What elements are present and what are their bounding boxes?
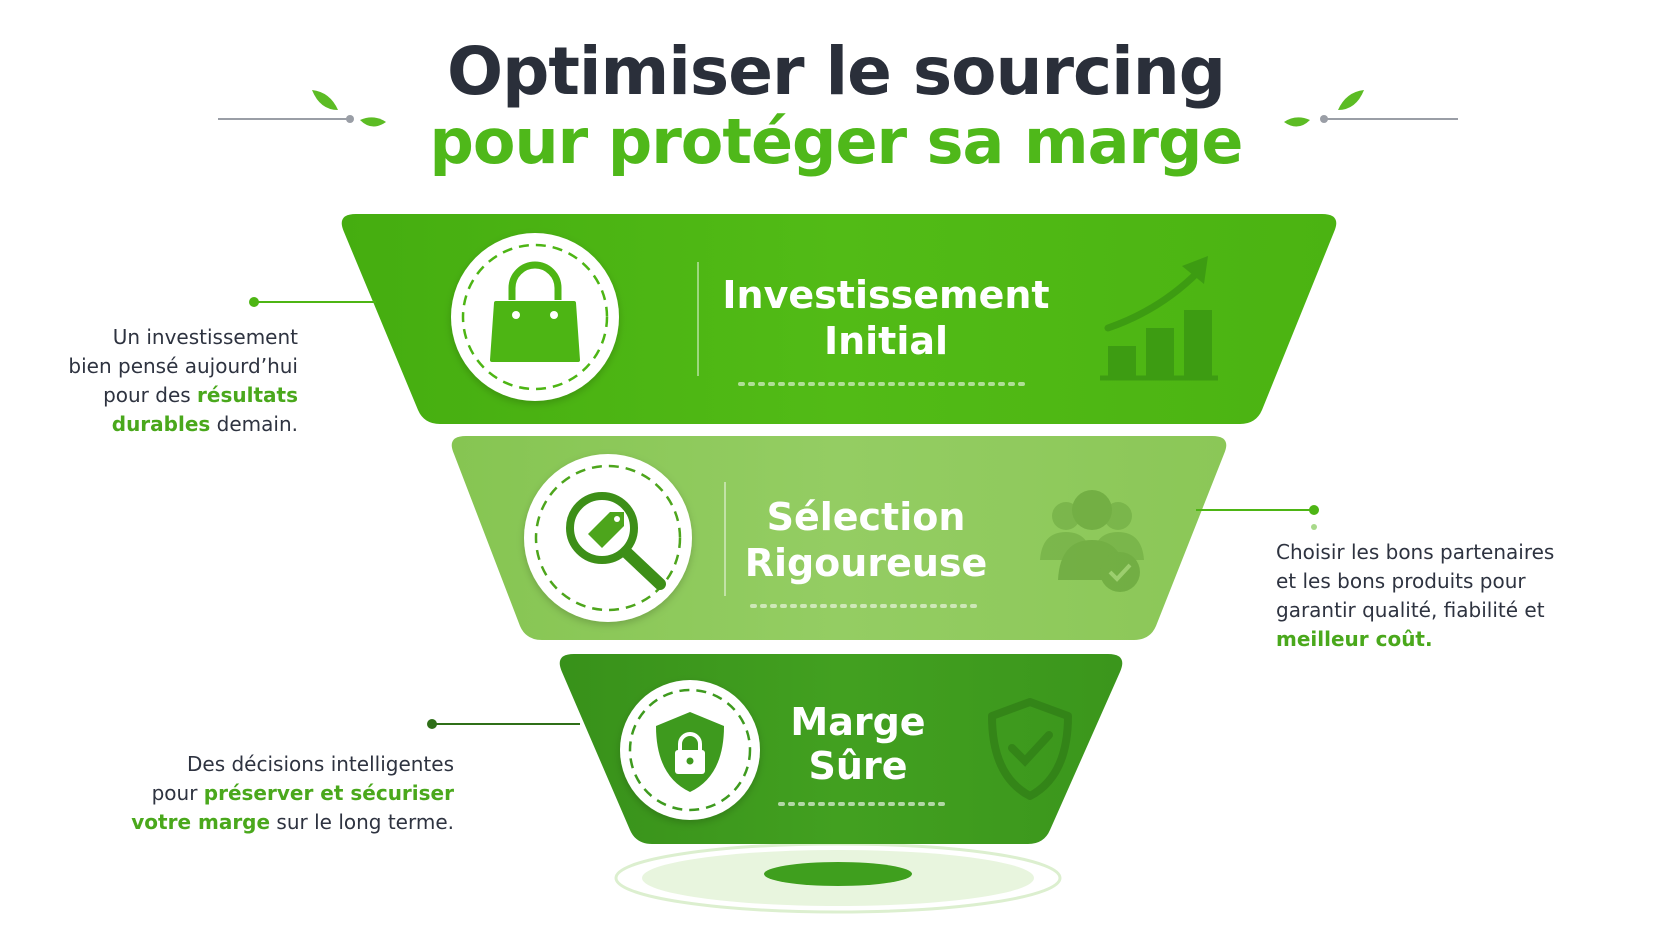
funnel-base-platform — [614, 842, 1062, 914]
note-1-line-2: bien pensé aujourd’hui — [68, 354, 298, 378]
note-1-line-4: durables demain. — [111, 412, 298, 436]
layer-3-label: Marge Sûre — [766, 700, 950, 788]
layer-1-label: Investissement Initial — [718, 272, 1054, 364]
right-leaf-decoration-icon — [1284, 90, 1458, 127]
layer-2-label-line-1: Sélection — [766, 495, 966, 539]
note-2-highlight: meilleur coût. — [1276, 627, 1433, 651]
team-check-icon — [1040, 490, 1144, 592]
layer-3-label-line-2: Sûre — [808, 744, 908, 788]
shield-lock-icon — [620, 680, 760, 820]
note-1: Un investissement bien pensé aujourd’hui… — [40, 323, 298, 439]
funnel-layer-3 — [559, 654, 1123, 844]
layer-2-label-line-2: Rigoureuse — [744, 541, 988, 585]
magnifier-tag-icon — [524, 454, 692, 622]
funnel-layer-1 — [341, 214, 1337, 424]
funnel-layer-2 — [451, 436, 1227, 640]
note-3-highlight-b: votre marge — [131, 810, 271, 834]
connector-note-1 — [249, 297, 376, 307]
shield-check-icon — [988, 698, 1072, 800]
note-3-line-2: pour préserver et sécuriser — [151, 781, 454, 805]
note-2: Choisir les bons partenaires et les bons… — [1276, 538, 1636, 654]
note-1-line-1: Un investissement — [112, 325, 298, 349]
note-1-highlight-a: résultats — [197, 383, 298, 407]
left-leaf-decoration-icon — [218, 90, 386, 127]
connector-note-2 — [1196, 505, 1319, 530]
note-3-highlight-a: préserver et sécuriser — [203, 781, 454, 805]
growth-chart-icon — [1100, 256, 1218, 381]
note-1-line-3: pour des résultats — [103, 383, 298, 407]
note-2-line-2: et les bons produits pour — [1276, 569, 1526, 593]
note-2-line-1: Choisir les bons partenaires — [1276, 540, 1555, 564]
note-3-line-3: votre marge sur le long terme. — [131, 810, 454, 834]
layer-3-label-line-1: Marge — [790, 700, 926, 744]
note-3: Des décisions intelligentes pour préserv… — [100, 750, 454, 837]
note-2-line-3: garantir qualité, fiabilité et — [1276, 598, 1545, 622]
shopping-bag-icon — [451, 233, 619, 401]
title-line-2: pour protéger sa marge — [429, 105, 1244, 178]
note-3-line-1: Des décisions intelligentes — [187, 752, 454, 776]
layer-1-label-line-2: Initial — [823, 319, 949, 363]
connector-note-3 — [427, 719, 580, 729]
layer-1-label-line-1: Investissement — [722, 273, 1050, 317]
layer-2-label: Sélection Rigoureuse — [736, 494, 996, 586]
note-1-highlight-b: durables — [111, 412, 211, 436]
title-line-1: Optimiser le sourcing — [447, 33, 1226, 110]
